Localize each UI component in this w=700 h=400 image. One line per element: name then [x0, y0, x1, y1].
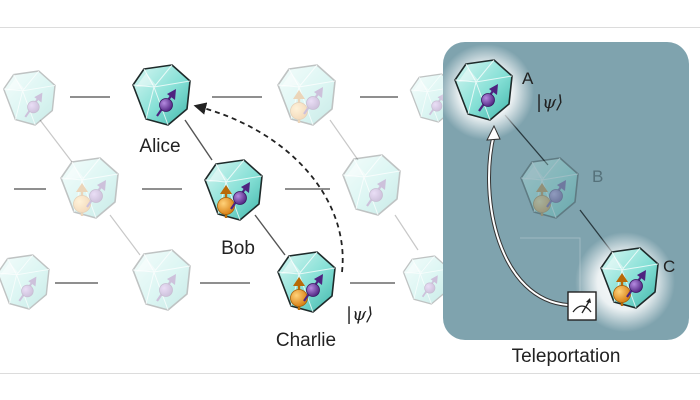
teleport-arrow: [488, 133, 569, 306]
link: [109, 214, 141, 256]
link: [329, 119, 359, 161]
charlie-label: Charlie: [276, 330, 336, 351]
psi-state-label: |ψ⟩: [346, 304, 373, 325]
teleportation-title: Teleportation: [512, 346, 621, 367]
top-divider: [0, 27, 700, 28]
network-node: [133, 250, 190, 310]
panel-psi-label: |ψ⟩: [536, 92, 563, 113]
network-node: [0, 255, 49, 309]
network-node: [61, 158, 118, 218]
bob-node: [205, 160, 262, 220]
link-bob-charlie: [254, 214, 286, 256]
measurement-meter-icon: [567, 291, 597, 321]
alice-node: [133, 65, 190, 125]
charlie-node: [278, 252, 335, 312]
node-b-label: B: [592, 167, 603, 186]
bob-label: Bob: [221, 238, 255, 259]
link: [394, 214, 419, 251]
alice-label: Alice: [139, 136, 180, 157]
link: [39, 119, 73, 163]
teleport-arrowhead: [486, 124, 501, 141]
network-node: [403, 256, 449, 304]
entanglement-arrow: [193, 102, 344, 273]
node-c-label: C: [663, 257, 675, 276]
network-lattice: Alice Bob Charlie |ψ⟩: [0, 65, 456, 351]
bottom-divider: [0, 373, 700, 374]
network-node: [343, 155, 400, 215]
node-a-label: A: [522, 69, 534, 88]
teleportation-panel: A |ψ⟩ B C Teleportation: [438, 42, 689, 367]
network-node: [278, 65, 335, 125]
link-alice-bob: [184, 119, 213, 161]
network-node: [4, 71, 55, 125]
